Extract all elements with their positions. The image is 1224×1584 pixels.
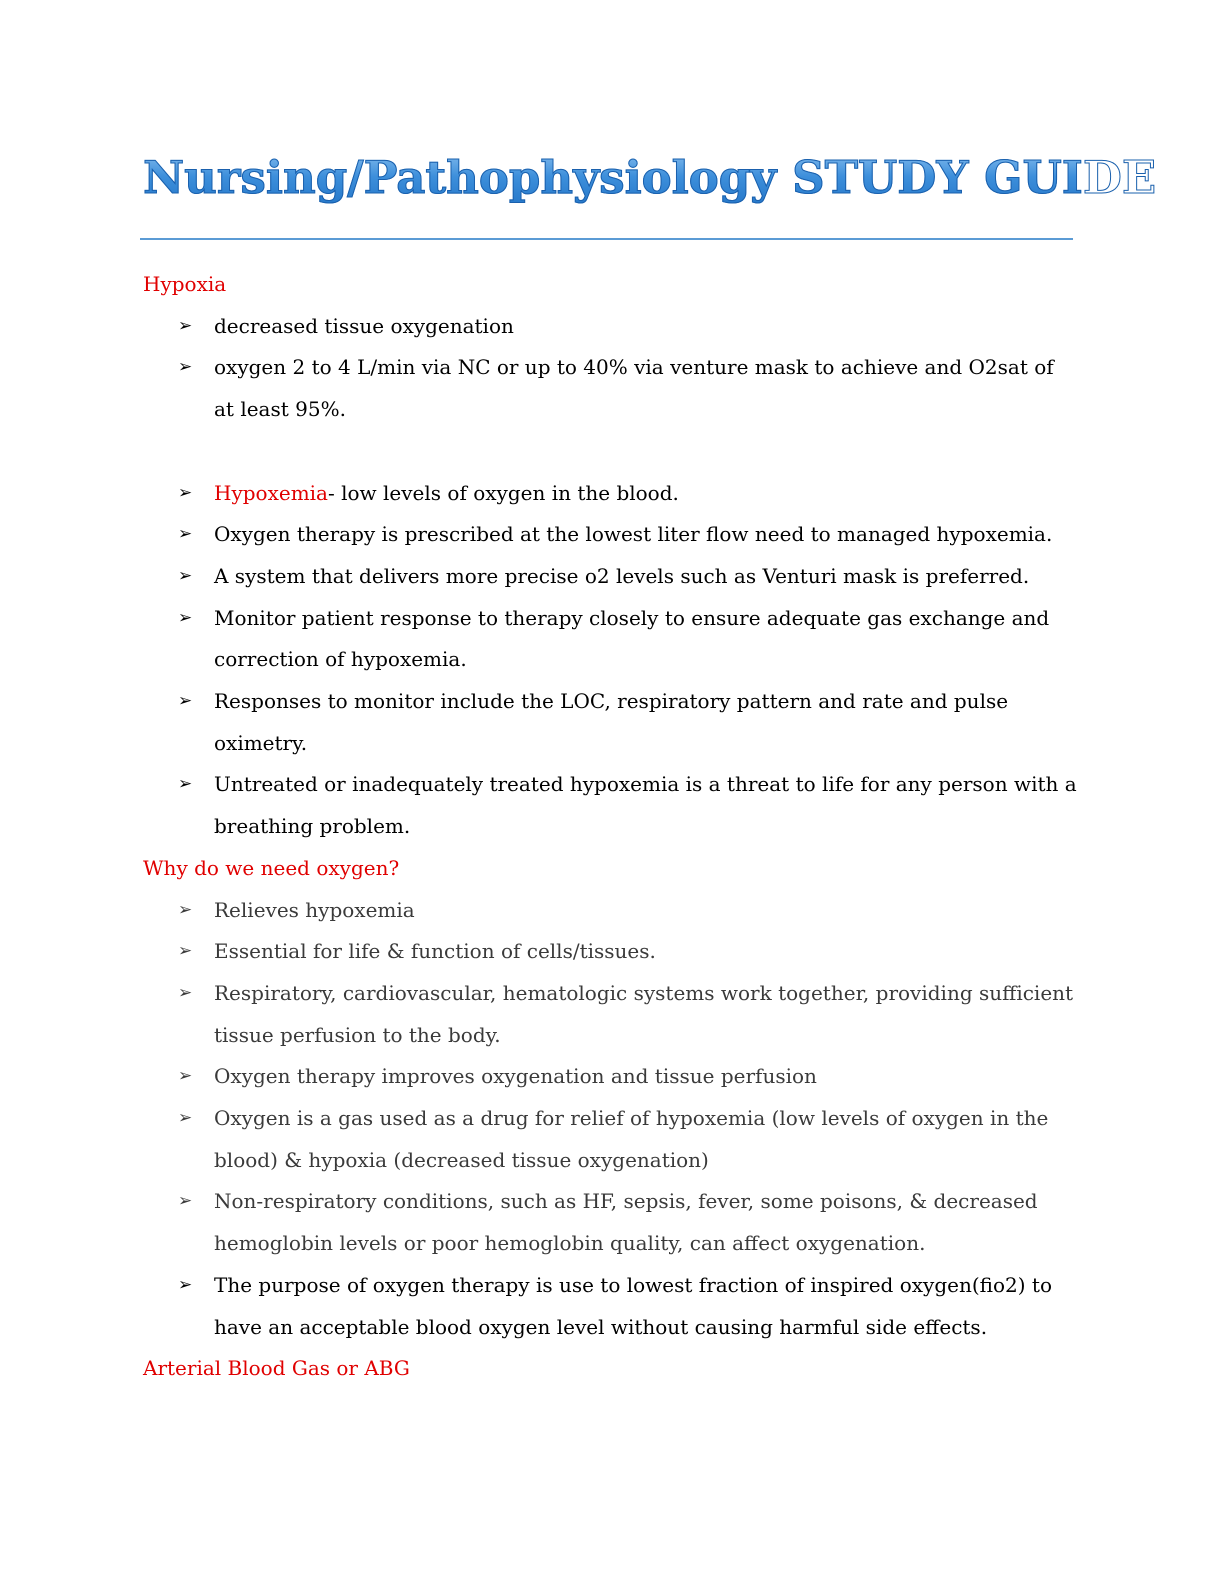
arrow-bullet-icon: ➢ xyxy=(178,982,193,1003)
arrow-bullet-icon: ➢ xyxy=(178,774,193,795)
list-item: ➢ Monitor patient response to therapy cl… xyxy=(143,598,1078,681)
document-body: Hypoxia ➢ decreased tissue oxygenation ➢… xyxy=(143,264,1078,1390)
list-item: ➢ Relieves hypoxemia xyxy=(143,890,1078,932)
section-heading-hypoxia: Hypoxia xyxy=(143,272,227,296)
list-item: ➢ Responses to monitor include the LOC, … xyxy=(143,681,1078,764)
title-divider xyxy=(140,238,1073,240)
why-oxygen-list: ➢ Relieves hypoxemia ➢ Essential for lif… xyxy=(143,890,1078,1349)
list-item: ➢ decreased tissue oxygenation xyxy=(143,306,1078,348)
arrow-bullet-icon: ➢ xyxy=(178,1191,193,1212)
hypoxia-list: ➢ decreased tissue oxygenation ➢ oxygen … xyxy=(143,306,1078,431)
list-item: ➢ A system that delivers more precise o2… xyxy=(143,556,1078,598)
list-item: ➢ Oxygen therapy is prescribed at the lo… xyxy=(143,514,1078,556)
arrow-bullet-icon: ➢ xyxy=(178,899,193,920)
document-title: Nursing/Pathophysiology STUDY GUIDE xyxy=(143,138,1157,218)
hypoxemia-list: ➢ Hypoxemia- low levels of oxygen in the… xyxy=(143,473,1078,848)
list-item: ➢ Hypoxemia- low levels of oxygen in the… xyxy=(143,473,1078,515)
arrow-bullet-icon: ➢ xyxy=(178,482,193,503)
arrow-bullet-icon: ➢ xyxy=(178,607,193,628)
arrow-bullet-icon: ➢ xyxy=(178,315,193,336)
arrow-bullet-icon: ➢ xyxy=(178,357,193,378)
arrow-bullet-icon: ➢ xyxy=(178,691,193,712)
arrow-bullet-icon: ➢ xyxy=(178,1274,193,1295)
list-item: ➢ The purpose of oxygen therapy is use t… xyxy=(143,1265,1078,1348)
arrow-bullet-icon: ➢ xyxy=(178,1108,193,1129)
list-item: ➢ Essential for life & function of cells… xyxy=(143,931,1078,973)
arrow-bullet-icon: ➢ xyxy=(178,941,193,962)
list-item: ➢ Oxygen therapy improves oxygenation an… xyxy=(143,1056,1078,1098)
list-item: ➢ Oxygen is a gas used as a drug for rel… xyxy=(143,1098,1078,1181)
arrow-bullet-icon: ➢ xyxy=(178,565,193,586)
list-item: ➢ oxygen 2 to 4 L/min via NC or up to 40… xyxy=(143,347,1078,430)
list-item: ➢ Untreated or inadequately treated hypo… xyxy=(143,764,1078,847)
list-item: ➢ Non-respiratory conditions, such as HF… xyxy=(143,1181,1078,1264)
list-item: ➢ Respiratory, cardiovascular, hematolog… xyxy=(143,973,1078,1056)
section-heading-abg: Arterial Blood Gas or ABG xyxy=(143,1356,410,1381)
section-heading-why-oxygen: Why do we need oxygen? xyxy=(143,855,400,880)
term-hypoxemia: Hypoxemia xyxy=(214,480,328,505)
arrow-bullet-icon: ➢ xyxy=(178,1066,193,1087)
blank-line xyxy=(143,431,1078,473)
arrow-bullet-icon: ➢ xyxy=(178,524,193,545)
